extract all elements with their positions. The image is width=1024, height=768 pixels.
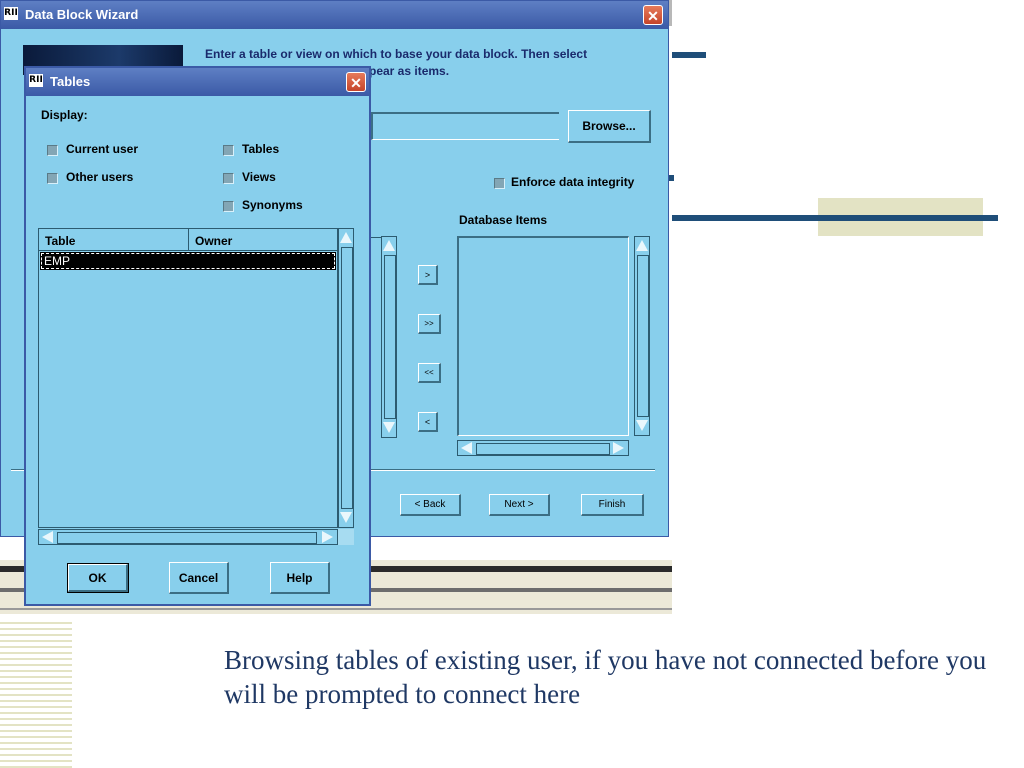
ok-button-label: OK [88, 571, 107, 585]
scroll-up-arrow-icon[interactable] [383, 240, 395, 251]
tables-list-vscrollbar[interactable] [338, 228, 354, 528]
move-left-button[interactable]: < [418, 412, 438, 432]
column-header-owner[interactable]: Owner [195, 234, 233, 248]
scroll-right-arrow-icon[interactable] [322, 531, 333, 543]
scroll-left-arrow-icon[interactable] [461, 442, 472, 454]
wizard-title: Data Block Wizard [25, 7, 139, 22]
tables-list-vscroll-thumb[interactable] [341, 247, 353, 509]
synonyms-checkbox-label: Synonyms [242, 198, 303, 212]
slide-decoration-line-3 [672, 215, 998, 221]
close-icon: ✕ [647, 8, 659, 24]
scroll-left-arrow-icon[interactable] [42, 531, 53, 543]
wizard-instructions: Enter a table or view on which to base y… [205, 47, 588, 61]
tables-checkbox-label: Tables [242, 142, 280, 156]
current-user-label: Current user [66, 142, 139, 156]
current-user-checkbox[interactable] [47, 145, 58, 156]
ok-button[interactable]: OK [67, 563, 129, 593]
column-header-table[interactable]: Table [45, 234, 76, 248]
database-items-vscroll-thumb[interactable] [637, 255, 649, 417]
move-right-label: > [424, 270, 431, 280]
other-users-checkbox[interactable] [47, 173, 58, 184]
scroll-right-arrow-icon[interactable] [613, 442, 624, 454]
move-all-left-label: << [424, 368, 434, 377]
slide-decoration-line-1 [672, 52, 706, 58]
tables-title: Tables [50, 74, 91, 89]
tables-close-button[interactable]: ✕ [346, 72, 366, 92]
help-button[interactable]: Help [270, 562, 330, 594]
help-button-label: Help [286, 571, 313, 585]
move-right-button[interactable]: > [418, 265, 438, 285]
enforce-integrity-checkbox[interactable] [494, 178, 505, 189]
other-users-label: Other users [66, 170, 134, 184]
slide-decoration-stripes [0, 622, 72, 768]
views-checkbox-label: Views [242, 170, 276, 184]
background-toolbar-line [0, 608, 672, 610]
available-items-list[interactable] [371, 237, 381, 458]
slide-caption: Browsing tables of existing user, if you… [224, 645, 987, 709]
available-items-scroll-thumb[interactable] [384, 255, 396, 419]
display-label: Display: [41, 108, 88, 122]
scroll-down-arrow-icon[interactable] [636, 420, 648, 431]
database-items-list[interactable] [457, 236, 629, 436]
move-all-right-label: >> [424, 319, 434, 328]
scrollbar-corner [338, 529, 354, 545]
finish-button-label: Finish [598, 499, 626, 510]
wizard-close-button[interactable]: ✕ [643, 5, 663, 25]
window-app-icon: RII [4, 7, 18, 20]
cancel-button-label: Cancel [178, 571, 219, 585]
back-button[interactable]: < Back [400, 494, 461, 516]
slide-decoration-line-2 [668, 175, 674, 181]
tables-dialog: RII Tables ✕ Display: Current user Other… [24, 66, 371, 606]
tables-titlebar: RII Tables ✕ [26, 68, 369, 96]
enforce-integrity-label: Enforce data integrity [511, 175, 635, 189]
database-items-hscroll-thumb[interactable] [476, 443, 610, 455]
synonyms-checkbox[interactable] [223, 201, 234, 212]
finish-button[interactable]: Finish [581, 494, 644, 516]
tables-checkbox[interactable] [223, 145, 234, 156]
browse-button-label: Browse... [582, 119, 636, 133]
scroll-up-arrow-icon[interactable] [636, 240, 648, 251]
next-button[interactable]: Next > [489, 494, 550, 516]
column-divider[interactable] [188, 229, 189, 250]
scroll-up-arrow-icon[interactable] [340, 232, 352, 243]
move-all-right-button[interactable]: >> [418, 314, 441, 334]
wizard-instructions-tail: pear as items. [369, 64, 450, 78]
browse-button[interactable]: Browse... [568, 110, 651, 143]
tables-list[interactable]: Table Owner EMP [38, 228, 338, 528]
window-app-icon: RII [29, 74, 43, 87]
scroll-down-arrow-icon[interactable] [340, 512, 352, 523]
back-button-label: < Back [414, 499, 446, 510]
wizard-titlebar: RII Data Block Wizard ✕ [1, 1, 668, 29]
table-row[interactable]: EMP [40, 252, 336, 270]
close-icon: ✕ [350, 75, 362, 91]
table-view-input[interactable] [371, 112, 559, 140]
database-items-label: Database Items [459, 213, 548, 227]
tables-list-header: Table Owner [39, 229, 337, 251]
available-items-scrollbar[interactable] [381, 236, 397, 438]
move-all-left-button[interactable]: << [418, 363, 441, 383]
table-row-name: EMP [44, 254, 71, 268]
views-checkbox[interactable] [223, 173, 234, 184]
scroll-down-arrow-icon[interactable] [383, 422, 395, 433]
next-button-label: Next > [504, 499, 534, 510]
move-left-label: < [424, 417, 431, 427]
database-items-hscrollbar[interactable] [457, 440, 629, 456]
window-edge-strip [668, 0, 672, 26]
database-items-vscrollbar[interactable] [634, 236, 650, 436]
cancel-button[interactable]: Cancel [169, 562, 229, 594]
tables-list-hscrollbar[interactable] [38, 529, 338, 545]
tables-list-hscroll-thumb[interactable] [57, 532, 317, 544]
